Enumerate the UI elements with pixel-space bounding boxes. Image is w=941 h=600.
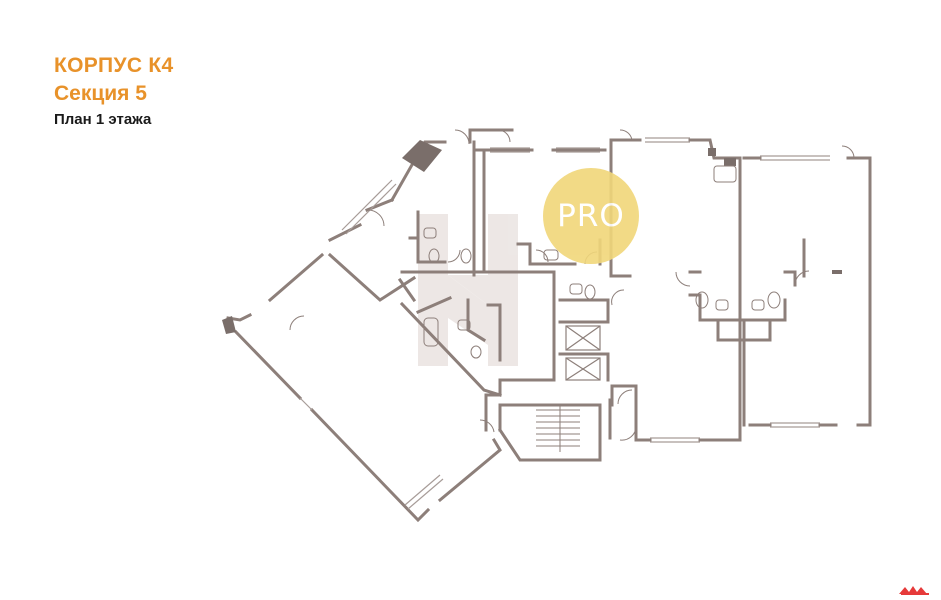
bathtub-icon [423, 165, 737, 347]
section-title: Секция 5 [54, 82, 147, 105]
toilet-icon [428, 248, 781, 359]
pro-badge: PRO [543, 168, 639, 264]
watermark-shape [418, 214, 518, 366]
door-swing-icon [289, 129, 855, 441]
floor-plan-title: План 1 этажа [54, 111, 152, 128]
elevator-icon [565, 325, 601, 381]
stairs-icon [536, 404, 580, 452]
windows [299, 137, 830, 510]
wall-accents [222, 140, 842, 334]
sink-icon [423, 227, 765, 331]
building-title: КОРПУС К4 [54, 54, 174, 77]
pro-badge-label: PRO [557, 198, 625, 234]
logo-icon [899, 586, 929, 595]
walls [226, 128, 872, 523]
title-block: КОРПУС К4 Секция 5 План 1 этажа [54, 52, 174, 131]
